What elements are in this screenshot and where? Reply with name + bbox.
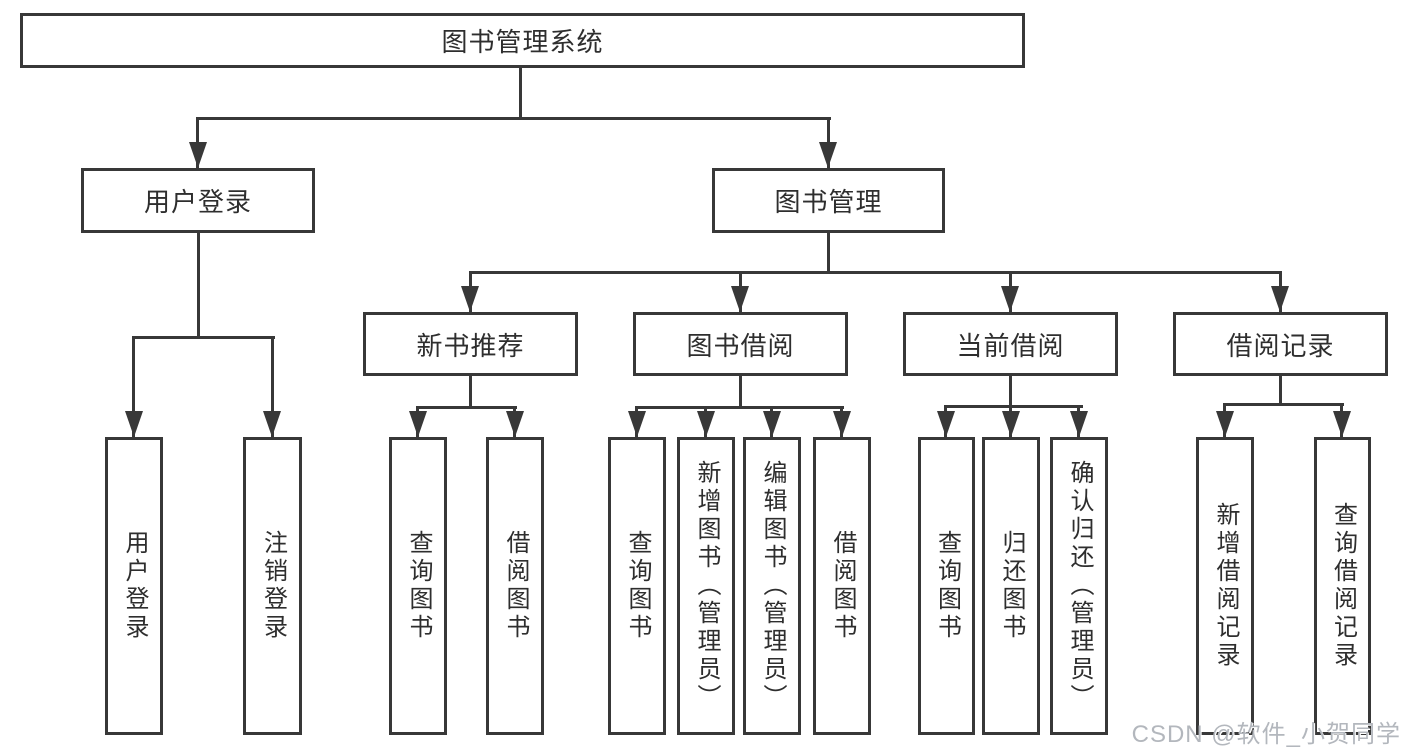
connector-line: [827, 231, 830, 273]
leaf-confirm-return-admin: 确认归还（管理员）: [1050, 437, 1108, 735]
arrowhead-icon: [628, 411, 646, 437]
connector-line: [1223, 403, 1344, 406]
arrowhead-icon: [833, 411, 851, 437]
node-new-book-recommend: 新书推荐: [363, 312, 578, 376]
connector-line: [944, 405, 1083, 408]
leaf-add-book-admin: 新增图书（管理员）: [677, 437, 735, 735]
leaf-query-borrow-record: 查询借阅记录: [1314, 437, 1371, 735]
connector-line: [635, 406, 844, 409]
leaf-logout: 注销登录: [243, 437, 302, 735]
connector-line: [519, 66, 522, 120]
connector-line: [132, 336, 135, 437]
connector-line: [739, 374, 742, 408]
node-current-borrow: 当前借阅: [903, 312, 1118, 376]
leaf-return-book: 归还图书: [982, 437, 1040, 735]
connector-line: [197, 231, 200, 338]
arrowhead-icon: [506, 411, 524, 437]
connector-line: [271, 336, 274, 437]
connector-line: [1009, 374, 1012, 407]
arrowhead-icon: [819, 142, 837, 168]
connector-line: [1279, 374, 1282, 405]
connector-line: [416, 406, 517, 409]
arrowhead-icon: [1333, 411, 1351, 437]
leaf-add-borrow-record: 新增借阅记录: [1196, 437, 1254, 735]
node-root: 图书管理系统: [20, 13, 1025, 68]
node-user-login: 用户登录: [81, 168, 315, 233]
arrowhead-icon: [1002, 411, 1020, 437]
node-book-management: 图书管理: [712, 168, 945, 233]
watermark: CSDN @软件_小贺同学: [1131, 721, 1401, 747]
leaf-borrow-books-borrow: 借阅图书: [813, 437, 871, 735]
node-borrow-records: 借阅记录: [1173, 312, 1388, 376]
connector-line: [197, 117, 831, 120]
arrowhead-icon: [461, 286, 479, 312]
arrowhead-icon: [937, 411, 955, 437]
arrowhead-icon: [125, 411, 143, 437]
arrowhead-icon: [697, 411, 715, 437]
arrowhead-icon: [731, 286, 749, 312]
arrowhead-icon: [1271, 286, 1289, 312]
arrowhead-icon: [1070, 411, 1088, 437]
node-book-borrow: 图书借阅: [633, 312, 848, 376]
leaf-borrow-books-recommend: 借阅图书: [486, 437, 544, 735]
arrowhead-icon: [1216, 411, 1234, 437]
arrowhead-icon: [1001, 286, 1019, 312]
leaf-query-books-recommend: 查询图书: [389, 437, 447, 735]
leaf-user-login: 用户登录: [105, 437, 163, 735]
leaf-query-books-current: 查询图书: [918, 437, 975, 735]
leaf-edit-book-admin: 编辑图书（管理员）: [743, 437, 801, 735]
arrowhead-icon: [409, 411, 427, 437]
leaf-query-books-borrow: 查询图书: [608, 437, 666, 735]
arrowhead-icon: [763, 411, 781, 437]
arrowhead-icon: [189, 142, 207, 168]
arrowhead-icon: [263, 411, 281, 437]
connector-line: [469, 374, 472, 408]
connector-line: [469, 271, 1282, 274]
connector-line: [132, 336, 275, 339]
